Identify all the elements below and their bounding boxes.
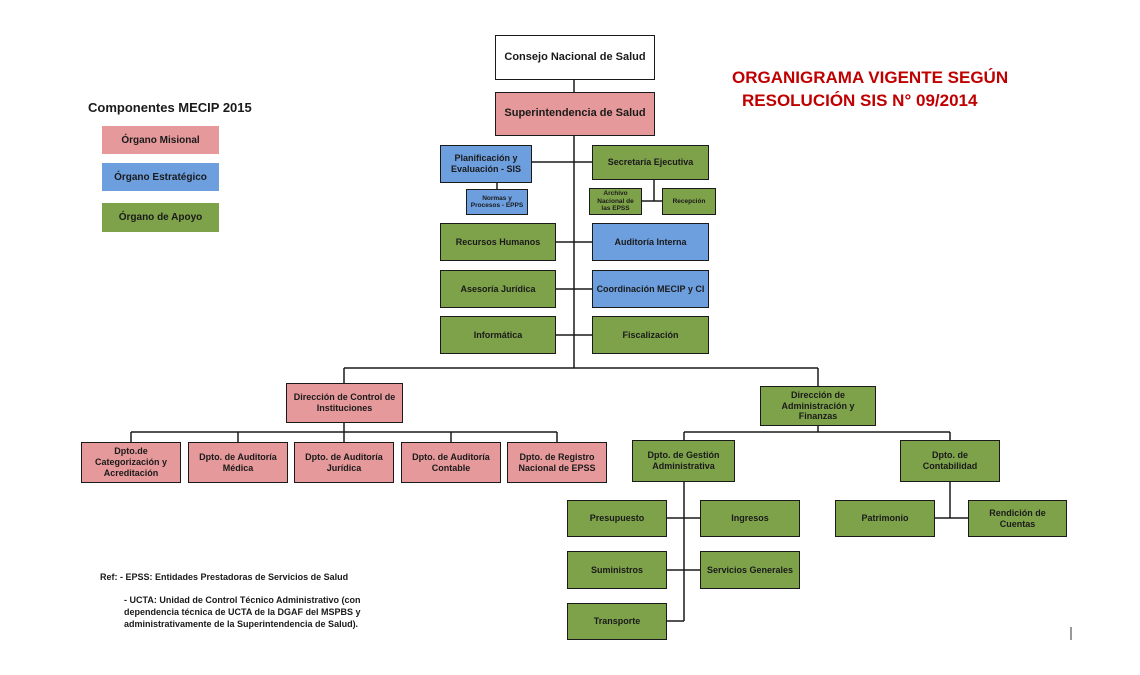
node-patrimonio: Patrimonio [835, 500, 935, 537]
node-dpto-gestion-administrativa: Dpto. de Gestión Administrativa [632, 440, 735, 482]
legend-organo-misional: Órgano Misional [102, 126, 219, 154]
legend-organo-estrategico: Órgano Estratégico [102, 163, 219, 191]
node-dpto-registro-nacional: Dpto. de Registro Nacional de EPSS [507, 442, 607, 483]
node-recursos-humanos: Recursos Humanos [440, 223, 556, 261]
node-recepcion: Recepción [662, 188, 716, 215]
legend-title: Componentes MECIP 2015 [88, 100, 252, 115]
node-dpto-auditoria-contable: Dpto. de Auditoría Contable [401, 442, 501, 483]
node-suministros: Suministros [567, 551, 667, 589]
ref-ucta-line2: dependencia técnica de UCTA de la DGAF d… [124, 607, 361, 617]
node-direccion-administracion: Dirección de Administración y Finanzas [760, 386, 876, 426]
node-dpto-categorizacion: Dpto.de Categorización y Acreditación [81, 442, 181, 483]
node-planificacion: Planificación y Evaluación - SIS [440, 145, 532, 183]
node-dpto-contabilidad: Dpto. de Contabilidad [900, 440, 1000, 482]
node-superintendencia: Superintendencia de Salud [495, 92, 655, 136]
diagram-title-line1: ORGANIGRAMA VIGENTE SEGÚN [732, 68, 1009, 87]
node-informatica: Informática [440, 316, 556, 354]
ref-ucta-line3: administrativamente de la Superintendenc… [124, 619, 359, 629]
node-normas-procesos: Normas y Procesos - EPPS [466, 189, 528, 215]
node-ingresos: Ingresos [700, 500, 800, 537]
node-asesoria-juridica: Asesoría Jurídica [440, 270, 556, 308]
node-dpto-auditoria-juridica: Dpto. de Auditoría Jurídica [294, 442, 394, 483]
node-rendicion-cuentas: Rendición de Cuentas [968, 500, 1067, 537]
node-coordinacion-mecip: Coordinación MECIP y CI [592, 270, 709, 308]
node-auditoria-interna: Auditoría Interna [592, 223, 709, 261]
node-secretaria-ejecutiva: Secretaría Ejecutiva [592, 145, 709, 180]
node-presupuesto: Presupuesto [567, 500, 667, 537]
node-servicios-generales: Servicios Generales [700, 551, 800, 589]
node-consejo-nacional: Consejo Nacional de Salud [495, 35, 655, 80]
legend-organo-apoyo: Órgano de Apoyo [102, 203, 219, 232]
node-archivo-nacional: Archivo Nacional de las EPSS [589, 188, 642, 215]
ref-epss: Ref: - EPSS: Entidades Prestadoras de Se… [100, 572, 349, 582]
node-transporte: Transporte [567, 603, 667, 640]
node-direccion-control: Dirección de Control de Instituciones [286, 383, 403, 423]
diagram-title-line2: RESOLUCIÓN SIS N° 09/2014 [742, 91, 978, 110]
ref-ucta-line1: - UCTA: Unidad de Control Técnico Admini… [124, 595, 361, 605]
node-fiscalizacion: Fiscalización [592, 316, 709, 354]
node-dpto-auditoria-medica: Dpto. de Auditoría Médica [188, 442, 288, 483]
